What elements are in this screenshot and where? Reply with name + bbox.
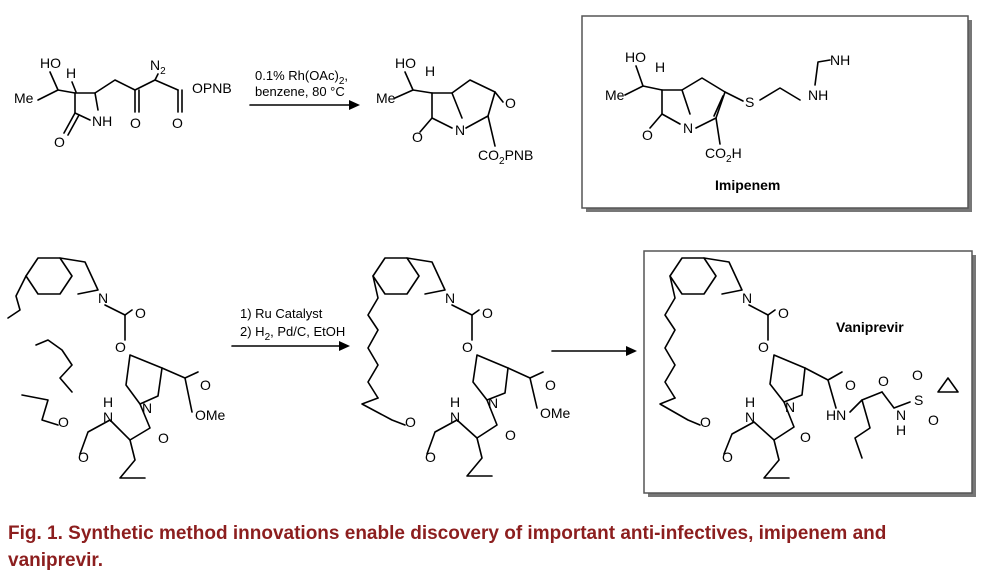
- macro-carbamate-o2-label: O: [462, 339, 473, 355]
- reactant-ketone-o-label: O: [130, 115, 141, 131]
- reactant-me-label: Me: [14, 90, 34, 106]
- reactant-lactam-o-label: O: [54, 134, 65, 150]
- reaction-arrow-1: 0.1% Rh(OAc)2, benzene, 80 °C: [249, 68, 360, 110]
- figure-caption: Fig. 1. Synthetic method innovations ena…: [8, 523, 887, 571]
- reactant-ester-o-label: O: [172, 115, 183, 131]
- imipenem-s-label: S: [745, 94, 754, 110]
- macro-o-label: O: [405, 414, 416, 430]
- diene-carbonyl-o-label: O: [78, 449, 89, 465]
- imipenem-h-label: H: [655, 59, 665, 75]
- imipenem-amine-nh-label: NH: [808, 87, 828, 103]
- macro-amide-o-label: O: [505, 427, 516, 443]
- imipenem-lactam-o-label: O: [642, 127, 653, 143]
- macro-ester-o-label: O: [545, 377, 556, 393]
- vaniprevir-box: Vaniprevir N O O N O O H N O O HN O N H …: [643, 250, 976, 497]
- imipenem-co2h-label: CO2H: [705, 145, 742, 165]
- reaction-arrow-3: [551, 346, 637, 356]
- imipenem-me-label: Me: [605, 87, 625, 103]
- vani-amide-o1-label: O: [845, 377, 856, 393]
- macro-n-label: N: [445, 290, 455, 306]
- diene-carbamate-o2-label: O: [115, 339, 126, 355]
- reactant-ho-label: HO: [40, 55, 61, 71]
- reaction-arrow-2: 1) Ru Catalyst 2) H2, Pd/C, EtOH: [231, 306, 350, 351]
- vaniprevir-name: Vaniprevir: [836, 319, 904, 335]
- vani-sulfonamide-h-label: H: [896, 422, 906, 438]
- vani-amide-o2-label: O: [800, 429, 811, 445]
- product-n-label: N: [455, 122, 465, 138]
- reactant-nh-label: NH: [92, 113, 112, 129]
- diene-amide-o-label: O: [158, 430, 169, 446]
- vani-nh-n-label: N: [745, 409, 755, 425]
- imipenem-imine-nh-label: NH: [830, 52, 850, 68]
- vani-o-label: O: [700, 414, 711, 430]
- product-h-label: H: [425, 63, 435, 79]
- vani-so-o2-label: O: [928, 412, 939, 428]
- vani-acyl-o-label: O: [878, 373, 889, 389]
- vani-carbamate-o1-label: O: [778, 305, 789, 321]
- conditions-1-line1: 0.1% Rh(OAc)2,: [255, 68, 348, 87]
- product-me-label: Me: [376, 90, 396, 106]
- diene-carbamate-o1-label: O: [135, 305, 146, 321]
- reactant-opnb-label: OPNB: [192, 80, 232, 96]
- conditions-1-line2: benzene, 80 °C: [255, 84, 345, 99]
- macro-nh-n-label: N: [450, 409, 460, 425]
- imipenem-name: Imipenem: [715, 177, 780, 193]
- product-lactam-o-label: O: [412, 129, 423, 145]
- macrocycle-product-structure: N O O N O OMe O H N O O: [361, 257, 571, 477]
- vani-carbonyl-o-label: O: [722, 449, 733, 465]
- vani-nh-h-label: H: [745, 394, 755, 410]
- conditions-2-line1: 1) Ru Catalyst: [240, 306, 323, 321]
- diene-reactant-structure: N O O N O OMe O H N O O: [7, 257, 226, 479]
- imipenem-n-label: N: [683, 120, 693, 136]
- reactant-diazo-n-label: N2: [150, 57, 166, 77]
- macro-carbonyl-o-label: O: [425, 449, 436, 465]
- diene-o-label: O: [58, 414, 69, 430]
- diene-pro-n-label: N: [142, 400, 152, 416]
- diene-n-label: N: [98, 290, 108, 306]
- reactant-h-label: H: [66, 65, 76, 81]
- bicyclic-ketone-product-structure: HO H Me O N O CO2PNB: [376, 55, 533, 167]
- product-co2pnb-label: CO2PNB: [478, 147, 533, 167]
- imipenem-ho-label: HO: [625, 49, 646, 65]
- reaction-scheme-figure: HO H Me N2 OPNB NH O O O 0.1% Rh(OAc)2, …: [7, 15, 976, 497]
- vani-sulfonamide-n-label: N: [896, 407, 906, 423]
- macro-ome-label: OMe: [540, 405, 571, 421]
- vani-n-label: N: [742, 290, 752, 306]
- vani-hn-label: HN: [826, 407, 846, 423]
- macro-pro-n-label: N: [488, 395, 498, 411]
- product-ketone-o-label: O: [505, 95, 516, 111]
- imipenem-box: HO H Me O N S NH NH CO2H Imipenem: [581, 15, 972, 212]
- diene-nh-h-label: H: [103, 394, 113, 410]
- macro-carbamate-o1-label: O: [482, 305, 493, 321]
- vani-pro-n-label: N: [785, 399, 795, 415]
- vani-so-o1-label: O: [912, 367, 923, 383]
- macro-nh-h-label: H: [450, 394, 460, 410]
- conditions-2-line2: 2) H2, Pd/C, EtOH: [240, 324, 345, 343]
- product-ho-label: HO: [395, 55, 416, 71]
- diene-nh-n-label: N: [103, 409, 113, 425]
- diene-ome-label: OMe: [195, 407, 226, 423]
- diene-ester-o-label: O: [200, 377, 211, 393]
- vani-s-label: S: [914, 392, 923, 408]
- vani-carbamate-o2-label: O: [758, 339, 769, 355]
- diazo-reactant-structure: HO H Me N2 OPNB NH O O O: [14, 55, 232, 150]
